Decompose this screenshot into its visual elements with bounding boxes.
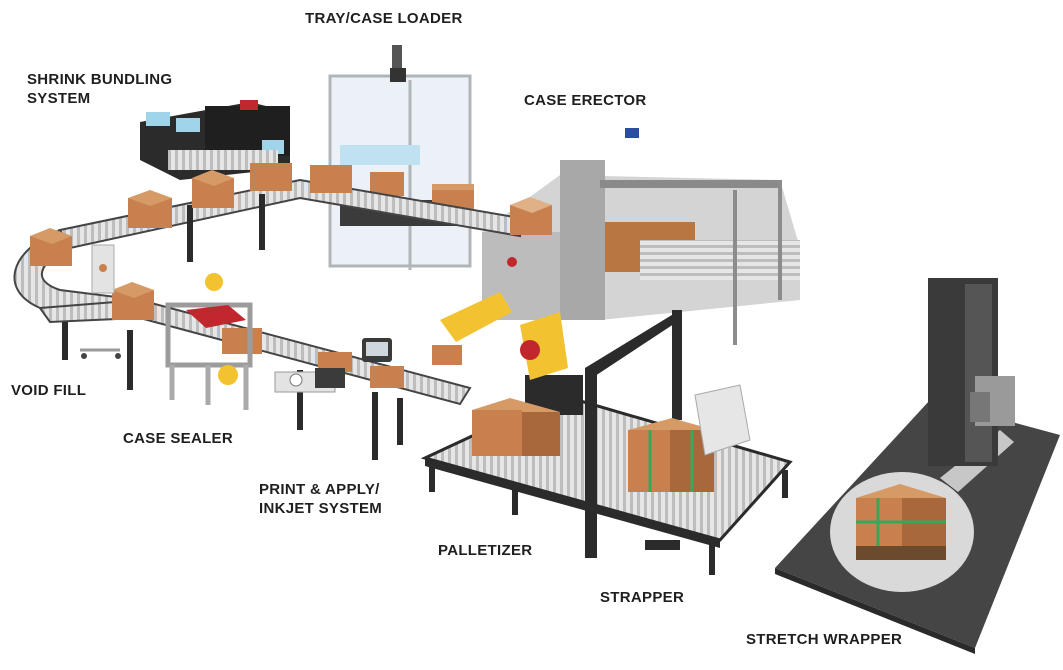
case <box>112 282 154 320</box>
case <box>30 228 72 266</box>
case <box>128 190 172 228</box>
case <box>318 352 352 372</box>
case-sealer-machine <box>165 273 253 410</box>
case <box>222 328 262 354</box>
cases-on-conveyor <box>30 163 552 388</box>
shrink-bundling-machine <box>140 100 290 180</box>
label-stretch-wrapper: STRETCH WRAPPER <box>746 631 903 648</box>
label-case-sealer: CASE SEALER <box>123 430 233 447</box>
case <box>192 170 234 208</box>
tray-case-loader-machine <box>328 45 474 270</box>
print-apply-machine <box>274 338 392 393</box>
label-palletizer: PALLETIZER <box>438 542 533 559</box>
case <box>370 366 404 388</box>
label-strapper: STRAPPER <box>600 589 685 606</box>
palletizer-station <box>420 292 793 575</box>
pallet-load <box>472 398 560 456</box>
label-void-fill: VOID FILL <box>11 382 87 399</box>
case <box>250 163 292 191</box>
case-erector-machine <box>482 128 800 345</box>
label-print-apply-inkjet: PRINT & APPLY/ INKJET SYSTEM <box>259 480 382 518</box>
label-tray-case-loader: TRAY/CASE LOADER <box>305 10 463 27</box>
strapper-machine <box>585 310 751 558</box>
void-fill-machine <box>80 244 121 359</box>
case <box>310 165 352 193</box>
label-shrink-line1: SHRINK BUNDLING <box>27 71 173 88</box>
erector-stop-button <box>507 257 517 267</box>
pallet <box>856 546 946 560</box>
case <box>510 197 552 235</box>
stretch-wrapper-machine <box>775 278 1060 654</box>
strapped-load <box>628 418 714 492</box>
label-print-line2: INKJET SYSTEM <box>259 500 383 517</box>
label-shrink-line2: SYSTEM <box>27 90 91 107</box>
palletizer-robot-arm <box>432 292 583 415</box>
label-case-erector: CASE ERECTOR <box>524 92 647 109</box>
label-print-line1: PRINT & APPLY/ <box>259 481 380 498</box>
label-shrink-bundling-system: SHRINK BUNDLING SYSTEM <box>27 70 172 108</box>
